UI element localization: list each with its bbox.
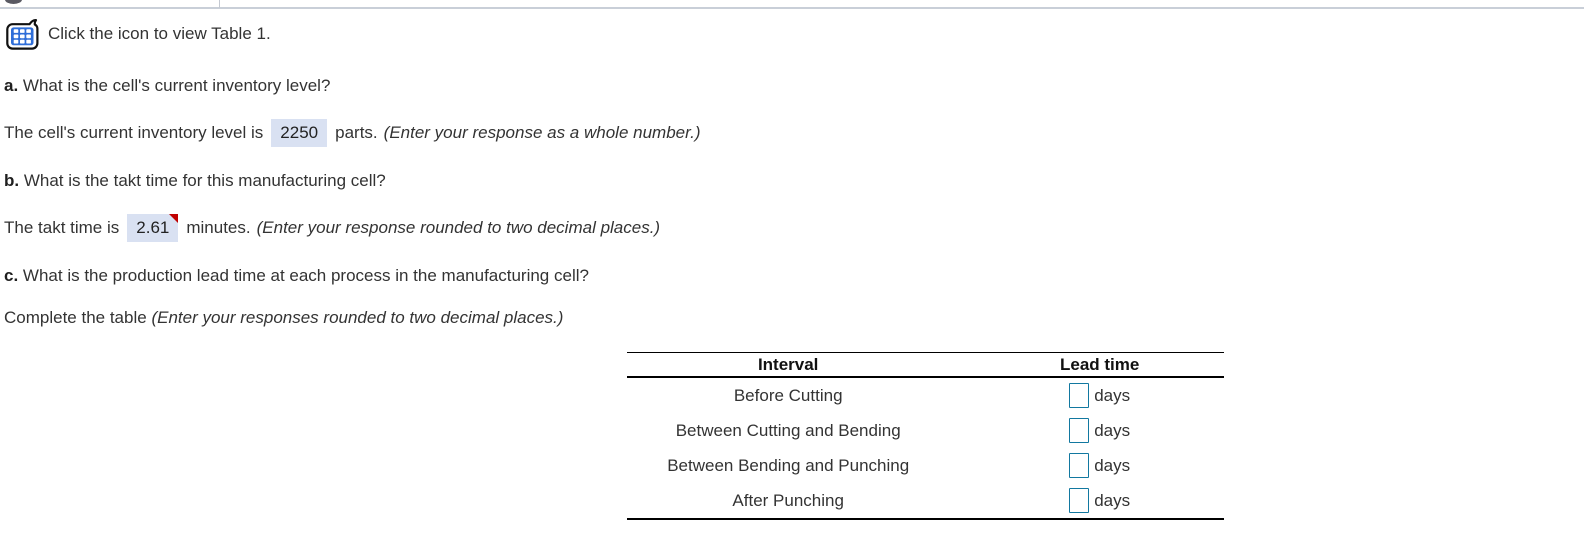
answer-a-prefix: The cell's current inventory level is <box>4 123 264 142</box>
answer-flag-icon <box>169 214 179 223</box>
question-a-label: a. <box>4 76 19 95</box>
lead-time-cell: days <box>962 418 1237 443</box>
lead-time-input-bending-punching[interactable] <box>1069 453 1090 478</box>
answer-b-suffix: minutes. <box>186 218 251 237</box>
answer-row-a: The cell's current inventory level is 22… <box>4 118 701 148</box>
interval-label: After Punching <box>732 490 844 510</box>
answer-field-a[interactable]: 2250 <box>271 119 328 147</box>
table-row: Between Bending and Punching days <box>627 448 1224 483</box>
view-table-icon-button[interactable] <box>5 18 39 50</box>
toolbar-divider <box>219 0 220 8</box>
unit-label: days <box>1094 385 1131 405</box>
unit-label: days <box>1094 490 1131 510</box>
table-reference-row: Click the icon to view Table 1. <box>5 17 271 50</box>
lead-time-input-after-punching[interactable] <box>1069 488 1090 513</box>
answer-field-b[interactable]: 2.61 <box>127 214 179 242</box>
header-lead-time: Lead time <box>1060 354 1140 374</box>
data-table-icon <box>6 18 39 50</box>
answer-b-value: 2.61 <box>136 218 170 237</box>
unit-label: days <box>1094 455 1131 475</box>
top-toolbar-remnant <box>0 0 1584 9</box>
answer-a-suffix: parts. <box>335 123 378 142</box>
lead-time-table: Interval Lead time Before Cutting days B… <box>627 352 1224 520</box>
table-reference-text: Click the icon to view Table 1. <box>48 23 271 43</box>
question-c: c. What is the production lead time at e… <box>4 266 589 286</box>
question-c-text: What is the production lead time at each… <box>22 266 589 285</box>
answer-b-prefix: The takt time is <box>4 218 120 237</box>
unit-label: days <box>1094 420 1131 440</box>
answer-a-instruction: (Enter your response as a whole number.) <box>383 123 701 142</box>
question-c-label: c. <box>4 266 19 285</box>
partial-icon <box>5 0 22 4</box>
answer-b-instruction: (Enter your response rounded to two deci… <box>256 218 661 237</box>
complete-table-text: Complete the table <box>4 308 147 327</box>
header-interval: Interval <box>757 354 819 374</box>
complete-table-line: Complete the table (Enter your responses… <box>4 308 563 328</box>
table-header-row: Interval Lead time <box>627 353 1224 378</box>
question-a-text: What is the cell's current inventory lev… <box>22 76 331 95</box>
lead-time-cell: days <box>962 383 1237 408</box>
interval-label: Before Cutting <box>733 385 843 405</box>
answer-row-b: The takt time is 2.61 minutes. (Enter yo… <box>4 213 660 243</box>
table-row: After Punching days <box>627 483 1224 518</box>
lead-time-cell: days <box>962 453 1237 478</box>
lead-time-input-before-cutting[interactable] <box>1069 383 1090 408</box>
question-b-label: b. <box>4 171 20 190</box>
interval-label: Between Cutting and Bending <box>675 420 901 440</box>
lead-time-cell: days <box>962 488 1237 513</box>
interval-label: Between Bending and Punching <box>667 455 910 475</box>
complete-table-instruction: (Enter your responses rounded to two dec… <box>151 308 564 327</box>
table-row: Before Cutting days <box>627 378 1224 413</box>
answer-a-value: 2250 <box>280 123 319 142</box>
question-b-text: What is the takt time for this manufactu… <box>23 171 386 190</box>
question-b: b. What is the takt time for this manufa… <box>4 171 386 191</box>
lead-time-input-cutting-bending[interactable] <box>1069 418 1090 443</box>
question-a: a. What is the cell's current inventory … <box>4 76 330 96</box>
table-row: Between Cutting and Bending days <box>627 413 1224 448</box>
